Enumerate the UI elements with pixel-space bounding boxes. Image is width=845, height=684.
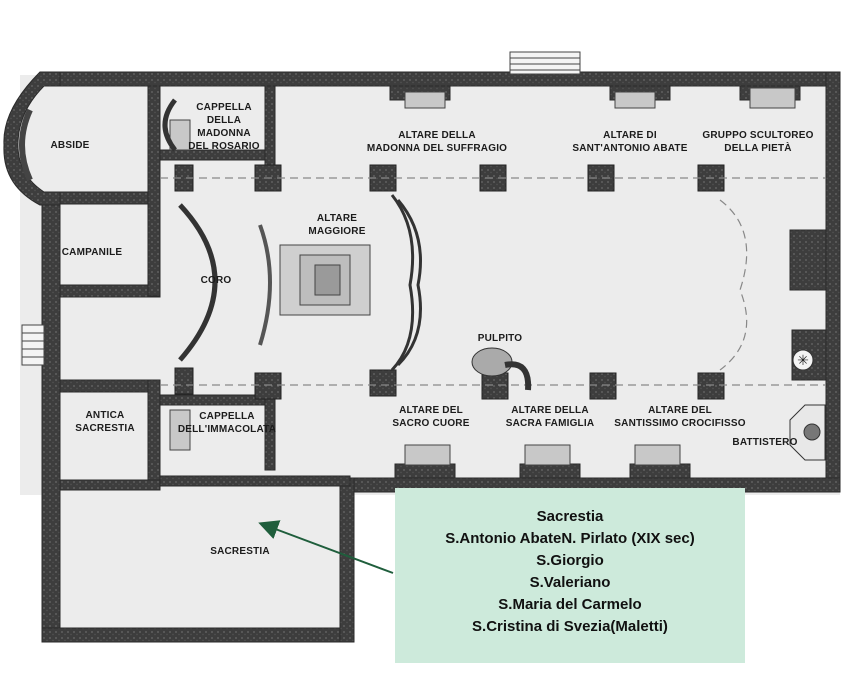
label-antica-sacrestia: ANTICA SACRESTIA: [75, 409, 135, 435]
label-line: SANTISSIMO CROCIFISSO: [614, 418, 746, 429]
label-line: SACRESTIA: [75, 423, 135, 434]
info-line: S.Antonio AbateN. Pirlato (XIX sec): [445, 530, 695, 547]
label-line: DEL ROSARIO: [188, 141, 260, 152]
label-line: ALTARE DEL: [399, 405, 463, 416]
holy-water-font: ✳: [792, 349, 814, 371]
info-line: S.Maria del Carmelo: [498, 596, 642, 613]
label-cappella-immacolata: CAPPELLA DELL'IMMACOLATA: [178, 410, 276, 436]
label-line: GRUPPO SCULTOREO: [702, 130, 814, 141]
label-pulpito: PULPITO: [477, 333, 523, 344]
label-line: SACRO CUORE: [392, 418, 470, 429]
main-altar: [279, 244, 371, 316]
label-line: CAPPELLA: [199, 411, 255, 422]
presbytery-rail: [390, 194, 422, 372]
svg-text:✳: ✳: [797, 353, 809, 369]
label-altare-suffragio: ALTARE DELLA MADONNA DEL SUFFRAGIO: [367, 129, 507, 155]
label-line: DELLA: [206, 115, 242, 126]
apse-niche: [19, 108, 33, 182]
label-line: MADONNA: [197, 128, 251, 139]
label-altare-antonio: ALTARE DI SANT'ANTONIO ABATE: [572, 129, 687, 155]
choir: [178, 203, 272, 362]
entrance-steps: [21, 51, 581, 366]
label-altare-sacro-cuore: ALTARE DEL SACRO CUORE: [392, 404, 469, 430]
label-line: DELL'IMMACOLATA: [177, 424, 277, 435]
label-line: DELLA PIETÀ: [724, 143, 792, 154]
label-cappella-rosario: CAPPELLA DELLA MADONNA DEL ROSARIO: [188, 101, 259, 153]
side-altars-bottom: [169, 409, 681, 466]
info-line: S.Giorgio: [536, 552, 604, 569]
label-battistero: BATTISTERO: [732, 437, 798, 448]
rosary-chapel-apse: [162, 98, 178, 152]
info-line: S.Valeriano: [529, 574, 611, 591]
label-line: MAGGIORE: [308, 226, 366, 237]
label-coro: CORO: [200, 275, 232, 286]
label-line: CAPPELLA: [196, 102, 252, 113]
pulpit: [471, 347, 532, 391]
label-line: MADONNA DEL SUFFRAGIO: [366, 143, 508, 154]
label-altare-crocifisso: ALTARE DEL SANTISSIMO CROCIFISSO: [614, 404, 745, 430]
label-campanile: CAMPANILE: [61, 247, 123, 258]
side-altars-top: [169, 87, 796, 151]
label-line: SANT'ANTONIO ABATE: [572, 143, 688, 154]
label-line: ALTARE: [316, 213, 358, 224]
info-line: S.Cristina di Svezia(Maletti): [472, 618, 668, 635]
label-altare-sacra-famiglia: ALTARE DELLA SACRA FAMIGLIA: [506, 404, 595, 430]
label-line: ANTICA: [85, 410, 125, 421]
info-line-title: Sacrestia: [536, 508, 604, 525]
label-line: SACRA FAMIGLIA: [505, 418, 595, 429]
pointer-arrow: [258, 520, 394, 574]
label-line: ALTARE DI: [603, 130, 657, 141]
info-box: Sacrestia S.Antonio AbateN. Pirlato (XIX…: [395, 488, 745, 663]
label-line: ALTARE DELLA: [511, 405, 589, 416]
baptistery: [789, 404, 826, 461]
label-gruppo-pieta: GRUPPO SCULTOREO DELLA PIETÀ: [702, 129, 813, 155]
label-abside: ABSIDE: [50, 140, 90, 151]
label-sacrestia: SACRESTIA: [210, 546, 270, 557]
nave-lines: [160, 177, 826, 386]
label-line: ALTARE DELLA: [398, 130, 476, 141]
label-altare-maggiore: ALTARE MAGGIORE: [308, 212, 365, 238]
label-line: ALTARE DEL: [648, 405, 712, 416]
